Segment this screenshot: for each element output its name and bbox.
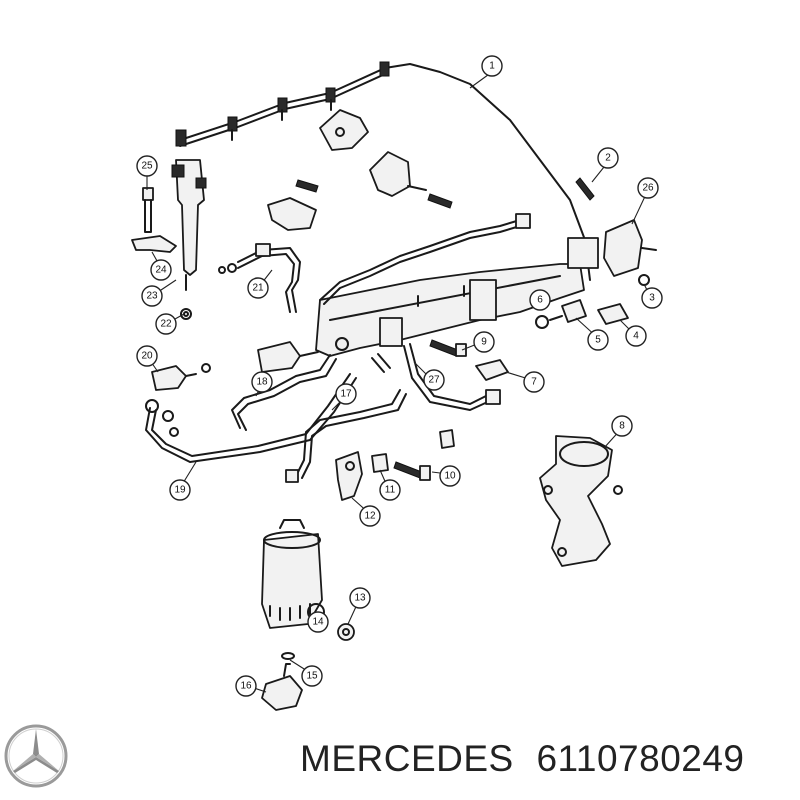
callout-label-26: 26 [642, 183, 654, 194]
part-7-fitting [475, 359, 509, 381]
callout-label-19: 19 [174, 485, 186, 496]
callout-label-14: 14 [312, 617, 324, 628]
callout-5: 5 [587, 329, 609, 351]
callout-label-20: 20 [141, 351, 153, 362]
callout-label-25: 25 [141, 161, 153, 172]
callout-label-12: 12 [364, 511, 376, 522]
callout-14: 14 [307, 611, 329, 633]
callout-label-22: 22 [160, 319, 172, 330]
part-24-clamp [131, 235, 177, 253]
part-12-bracket [335, 451, 363, 501]
callout-7: 7 [523, 371, 545, 393]
part-14-fuel-filter [261, 519, 325, 629]
callout-2: 2 [597, 147, 619, 169]
callout-25: 25 [136, 155, 158, 177]
part-23-injector [171, 159, 207, 291]
part-11-nut [371, 453, 389, 473]
part-8-bracket [539, 435, 623, 567]
callout-15: 15 [301, 665, 323, 687]
part-9-bolt [429, 339, 467, 357]
bolt-bracket-left [267, 179, 319, 231]
callout-label-4: 4 [633, 331, 639, 342]
callout-label-2: 2 [605, 153, 611, 164]
callout-16: 16 [235, 675, 257, 697]
callout-18: 18 [251, 371, 273, 393]
fuel-rail-assembly [315, 213, 599, 357]
clip-small [439, 429, 455, 449]
callout-label-7: 7 [531, 377, 537, 388]
callout-label-10: 10 [444, 471, 456, 482]
callout-24: 24 [150, 259, 172, 281]
part-17-pipe [285, 389, 407, 483]
callout-11: 11 [379, 479, 401, 501]
callout-1: 1 [481, 55, 503, 77]
part-18-pipe [231, 354, 337, 431]
callout-22: 22 [155, 313, 177, 335]
callout-label-8: 8 [619, 421, 625, 432]
callout-9: 9 [473, 331, 495, 353]
rail-pressure-sensor-left [257, 341, 319, 373]
part-20-sensor [151, 363, 211, 391]
part-10-bolt [393, 461, 431, 481]
part-22-washer [180, 308, 192, 320]
callout-label-3: 3 [649, 293, 655, 304]
callout-6: 6 [529, 289, 551, 311]
part-caption: MERCEDES 6110780249 [300, 738, 790, 788]
callout-19: 19 [169, 479, 191, 501]
mounting-bracket-top [319, 109, 369, 151]
callout-13: 13 [349, 587, 371, 609]
parts-3-6-fittings [535, 274, 650, 329]
part-1-leakoff-line [175, 61, 591, 281]
callout-label-18: 18 [256, 377, 268, 388]
part-2-bolt [575, 177, 595, 201]
callout-12: 12 [359, 505, 381, 527]
callout-3: 3 [641, 287, 663, 309]
brand-name: MERCEDES [300, 738, 514, 779]
mounting-bracket-right [369, 151, 453, 209]
part-16-heater [261, 663, 303, 711]
callout-20: 20 [136, 345, 158, 367]
part-15-o-ring [281, 652, 295, 660]
part-19-pipe [145, 373, 357, 463]
callout-label-15: 15 [306, 671, 318, 682]
part-21-pipe [218, 243, 301, 313]
callout-26: 26 [637, 177, 659, 199]
callout-label-17: 17 [340, 389, 352, 400]
part-25-bolt [142, 187, 154, 233]
callout-label-11: 11 [385, 485, 396, 496]
callout-label-13: 13 [354, 593, 366, 604]
callout-8: 8 [611, 415, 633, 437]
part-number: 6110780249 [536, 738, 745, 779]
callout-27: 27 [423, 369, 445, 391]
callout-label-6: 6 [537, 295, 543, 306]
part-26-pressure-regulator [603, 219, 657, 277]
mercedes-star-icon [4, 724, 68, 788]
callout-label-23: 23 [146, 291, 158, 302]
callout-label-27: 27 [428, 375, 440, 386]
callout-label-24: 24 [155, 265, 167, 276]
part-13-sensor [337, 623, 355, 641]
callout-21: 21 [247, 277, 269, 299]
callout-label-5: 5 [595, 335, 601, 346]
callout-label-21: 21 [252, 283, 264, 294]
callout-17: 17 [335, 383, 357, 405]
callout-label-9: 9 [481, 337, 487, 348]
callout-label-16: 16 [240, 681, 252, 692]
callout-23: 23 [141, 285, 163, 307]
callout-4: 4 [625, 325, 647, 347]
callout-label-1: 1 [489, 61, 495, 72]
callout-10: 10 [439, 465, 461, 487]
